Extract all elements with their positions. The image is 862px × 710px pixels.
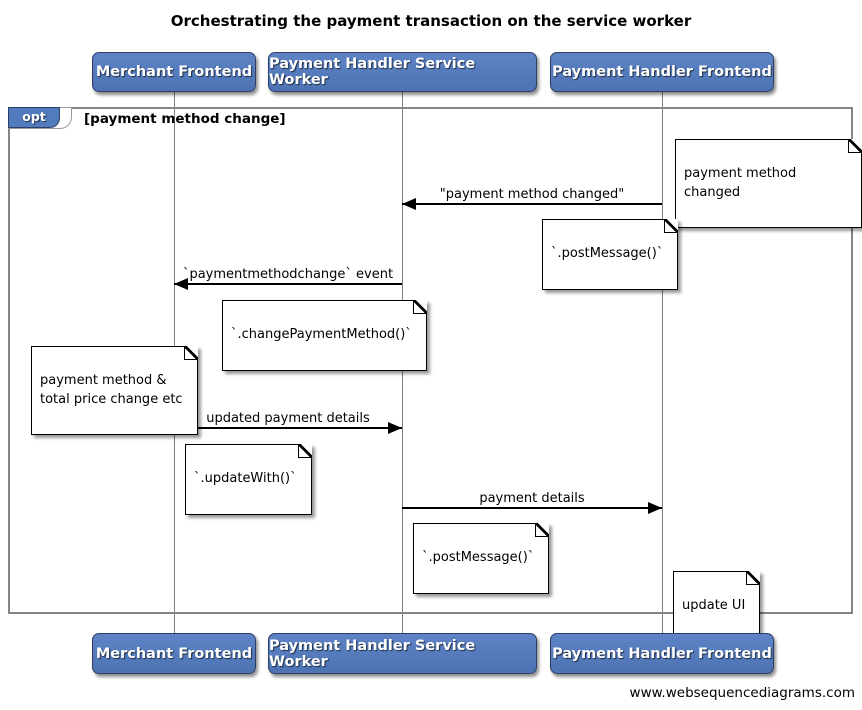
note-text: update UI — [682, 597, 746, 613]
message-line — [402, 507, 662, 509]
actor-bottom-payment-handler-service-worker: Payment Handler Service Worker — [268, 633, 537, 674]
message-updated-payment-details: updated payment details — [174, 411, 402, 435]
actor-label: Merchant Frontend — [95, 64, 253, 80]
note-text: `.postMessage()` — [422, 549, 535, 565]
actor-bottom-payment-handler-frontend: Payment Handler Frontend — [550, 633, 774, 674]
message-label: `paymentmethodchange` event — [182, 267, 394, 282]
opt-fragment-frame: opt [payment method change] — [8, 107, 853, 614]
message-line — [174, 427, 402, 429]
note-dogear-icon — [746, 571, 761, 585]
note-dogear-icon — [848, 139, 862, 153]
lifeline-payment-handler-frontend — [662, 92, 663, 633]
note-postmessage-1: `.postMessage()` — [542, 219, 679, 290]
note-text: `.postMessage()` — [551, 245, 664, 261]
message-label: "payment method changed" — [439, 187, 625, 202]
actor-label: Merchant Frontend — [95, 645, 253, 662]
actor-label: Payment Handler Service Worker — [269, 56, 476, 88]
note-dogear-icon — [412, 300, 427, 314]
actor-top-payment-handler-service-worker: Payment Handler Service Worker — [268, 52, 537, 92]
actor-top-payment-handler-frontend: Payment Handler Frontend — [550, 52, 774, 92]
arrowhead-right-icon — [648, 502, 662, 514]
message-label: payment details — [479, 491, 585, 506]
message-label: updated payment details — [206, 411, 370, 426]
note-dogear-icon — [664, 219, 679, 233]
note-payment-method-total-price: payment method & total price change etc — [31, 346, 198, 436]
note-postmessage-2: `.postMessage()` — [413, 523, 550, 594]
actor-label: Payment Handler Frontend — [552, 64, 772, 80]
arrowhead-left-icon — [174, 278, 188, 290]
actor-top-merchant-frontend: Merchant Frontend — [92, 52, 256, 92]
message-paymentmethodchange-event: `paymentmethodchange` event — [174, 267, 402, 291]
diagram-title: Orchestrating the payment transaction on… — [170, 12, 692, 30]
message-line — [174, 283, 402, 285]
note-updatewith: `.updateWith()` — [185, 444, 312, 515]
note-text: `.updateWith()` — [194, 470, 297, 486]
note-update-ui: update UI — [673, 571, 761, 642]
opt-condition-label: [payment method change] — [84, 111, 286, 127]
message-payment-method-changed: "payment method changed" — [402, 187, 662, 211]
note-payment-method-changed: payment method changed — [675, 139, 862, 229]
message-line — [402, 203, 662, 205]
watermark-websequencediagrams: www.websequencediagrams.com — [629, 685, 855, 701]
opt-operator-tab: opt — [8, 107, 60, 128]
message-payment-details: payment details — [402, 491, 662, 515]
note-dogear-icon — [183, 346, 198, 360]
arrowhead-left-icon — [402, 198, 416, 210]
note-dogear-icon — [297, 444, 312, 458]
actor-label: Payment Handler Frontend — [552, 645, 772, 662]
note-changepaymentmethod: `.changePaymentMethod()` — [222, 300, 427, 371]
actor-label: Payment Handler Service Worker — [269, 637, 476, 670]
note-text: payment method changed — [684, 165, 797, 200]
actor-bottom-merchant-frontend: Merchant Frontend — [92, 633, 256, 674]
note-text: `.changePaymentMethod()` — [231, 326, 412, 342]
note-text: payment method & total price change etc — [40, 372, 183, 407]
arrowhead-right-icon — [388, 422, 402, 434]
note-dogear-icon — [535, 523, 550, 537]
